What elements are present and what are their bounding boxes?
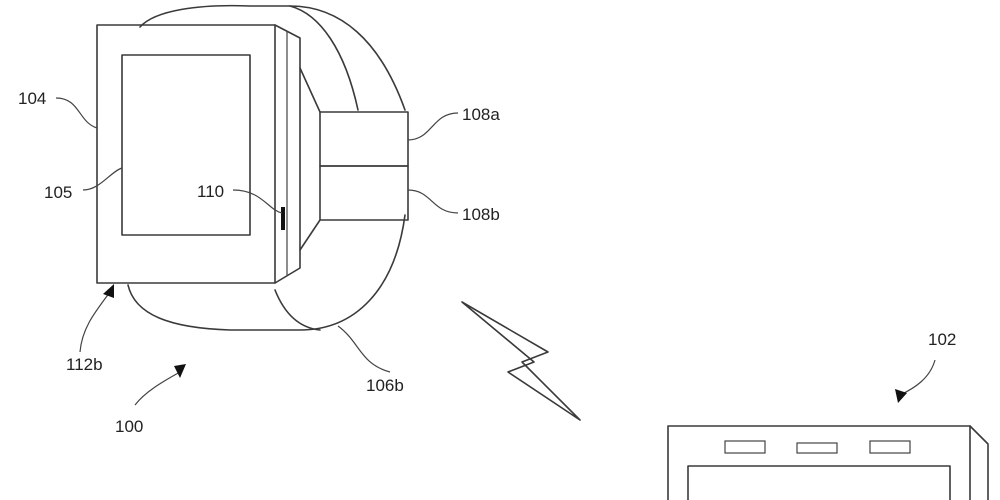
label-110: 110: [197, 182, 224, 201]
label-112b: 112b: [66, 355, 103, 374]
label-108b: 108b: [462, 205, 500, 224]
label-105: 105: [44, 183, 72, 202]
device-102-slot-3: [870, 441, 910, 453]
band-upper: [140, 6, 405, 110]
label-104: 104: [18, 89, 46, 108]
wireless-link-symbol: [462, 302, 580, 420]
leader-104: [56, 98, 97, 128]
watch-housing: [97, 25, 275, 283]
band-lower-inner: [275, 290, 320, 330]
leader-102: [900, 360, 935, 395]
connector-bottom-taper: [300, 220, 320, 250]
leader-106b: [338, 326, 390, 372]
leader-100: [135, 372, 180, 405]
device-102-side: [970, 426, 988, 500]
band-connector-108a: [320, 112, 408, 166]
leader-112b: [80, 292, 110, 352]
band-connector-108b: [320, 166, 408, 220]
connector-top-taper: [300, 68, 320, 112]
device-102-slot-1: [725, 441, 765, 453]
device-102-slot-2: [797, 443, 837, 453]
device-102-body: [668, 426, 970, 500]
band-lower: [128, 215, 405, 330]
label-100: 100: [115, 417, 143, 436]
label-102: 102: [928, 330, 956, 349]
device-102-screen: [688, 466, 950, 500]
arrowhead-112b: [103, 284, 114, 298]
leader-105: [83, 168, 122, 190]
arrowhead-100: [174, 364, 186, 378]
watch-display: [122, 55, 250, 235]
label-108a: 108a: [462, 105, 500, 124]
arrowhead-102: [895, 389, 907, 403]
leader-108a: [408, 113, 458, 140]
label-106b: 106b: [366, 376, 404, 395]
leader-108b: [408, 190, 458, 213]
